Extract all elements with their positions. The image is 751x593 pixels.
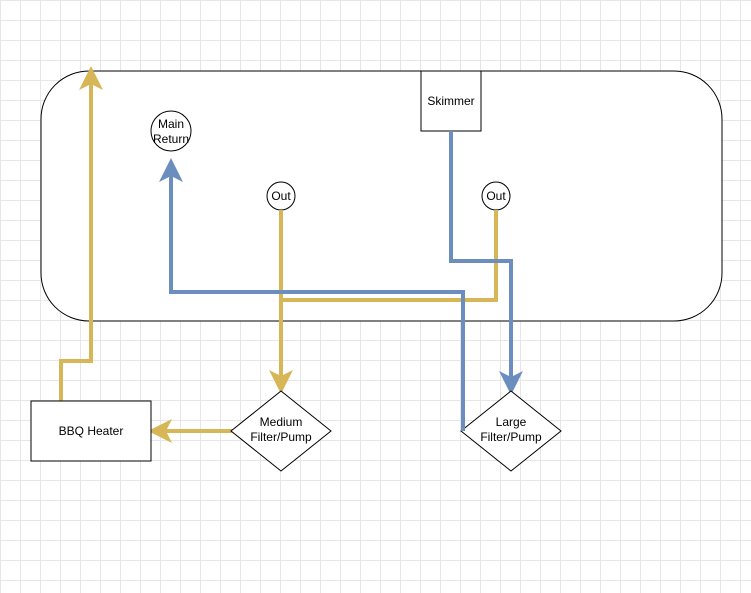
blue-pipe-large-pump-to-main-return[interactable] [159,158,465,431]
main-return-label-line2: Return [153,132,189,146]
main-return-node[interactable]: Main Return [150,110,192,152]
bbq-heater-node[interactable]: BBQ Heater [30,400,152,462]
pool-outline[interactable] [40,70,723,322]
skimmer-label: Skimmer [427,94,474,108]
large-pump-label-line1: Large [496,415,527,429]
out-left-label: Out [271,189,291,203]
main-return-label-line1: Main [158,117,184,131]
medium-filter-pump-node[interactable]: Medium Filter/Pump [230,390,332,472]
blue-pipe-skimmer-to-large-pump[interactable] [449,131,523,395]
large-filter-pump-node[interactable]: Large Filter/Pump [460,390,562,472]
out-left-node[interactable]: Out [266,181,296,211]
out-right-label: Out [486,189,506,203]
yellow-pipe-heater-return[interactable] [59,66,103,401]
large-pump-label-line2: Filter/Pump [480,430,542,444]
out-right-node[interactable]: Out [481,181,511,211]
medium-pump-label-line1: Medium [260,415,303,429]
bbq-heater-label: BBQ Heater [59,424,124,438]
yellow-pipe-out-right[interactable] [281,210,498,302]
skimmer-node[interactable]: Skimmer [420,70,482,132]
medium-pump-label-line2: Filter/Pump [250,430,312,444]
